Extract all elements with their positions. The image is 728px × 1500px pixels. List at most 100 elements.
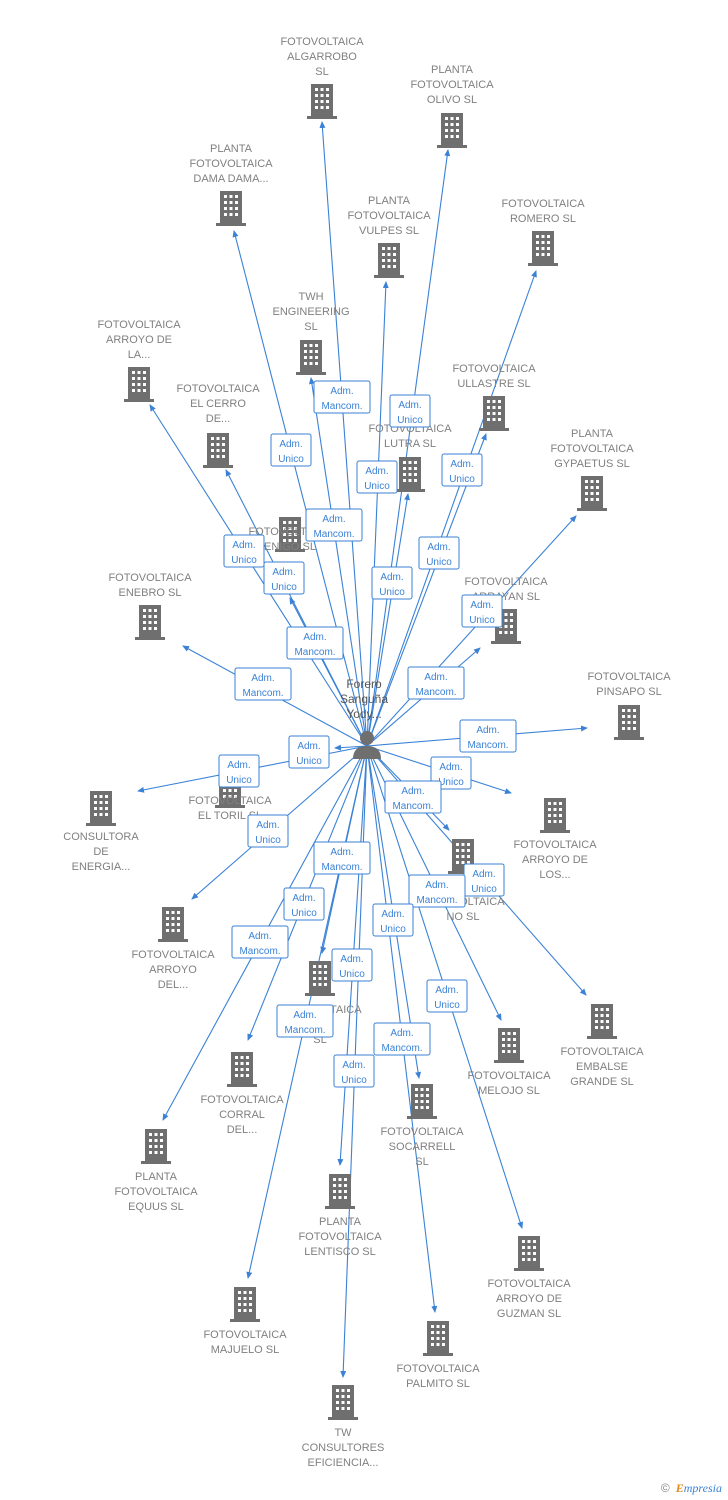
badge-box	[461, 594, 503, 628]
role-badge-majuelo[interactable]: Adm.Mancom.	[276, 1004, 334, 1038]
role-badge-arrayan[interactable]: Adm.Mancom.	[407, 666, 465, 700]
badge-box	[305, 508, 363, 542]
badge-box	[373, 1022, 431, 1056]
edge-algarrobo	[319, 121, 368, 747]
badge-box	[430, 756, 472, 790]
badge-box	[247, 814, 289, 848]
badge-text: Adm.	[248, 931, 271, 942]
company-label: DE...	[206, 413, 230, 425]
badge-box	[426, 979, 468, 1013]
badge-text: Adm.	[251, 673, 274, 684]
role-badge-embalse[interactable]: Adm.Unico	[463, 863, 505, 897]
role-badge-lentisco[interactable]: Adm.Unico	[331, 948, 373, 982]
edge-lutra	[366, 493, 410, 747]
badge-box	[313, 841, 371, 875]
company-label: PLANTA	[368, 195, 411, 207]
role-badge-socarrell[interactable]: Adm.Unico	[372, 903, 414, 937]
role-badge-guzman[interactable]: Adm.Unico	[426, 979, 468, 1013]
role-badge-romero[interactable]: Adm.Unico	[441, 453, 483, 487]
role-badge-pinsapo[interactable]: Adm.Mancom.	[459, 719, 517, 753]
role-badge-palmito[interactable]: Adm.Mancom.	[373, 1022, 431, 1056]
edge-dama	[232, 230, 368, 747]
role-badge-arroyola[interactable]: Adm.Unico	[223, 534, 265, 568]
company-label: DEL...	[158, 979, 189, 991]
company-node-arroyodel[interactable]: FOTOVOLTAICAARROYODEL...	[131, 907, 215, 991]
company-label: FOTOVOLTAICA	[452, 363, 536, 375]
badge-box	[418, 536, 460, 570]
company-label: CONSULTORES	[302, 1442, 385, 1454]
role-badge-no[interactable]: Adm.Mancom.	[384, 780, 442, 814]
role-badge-enigo[interactable]: Adm.Mancom.	[286, 626, 344, 660]
role-badge-vulpes[interactable]: Adm.Unico	[356, 460, 398, 494]
role-badge-gypaetus[interactable]: Adm.Unico	[461, 594, 503, 628]
role-badge-arroyodel[interactable]: Adm.Unico	[247, 814, 289, 848]
company-label: FOTOVOLTAICA	[108, 572, 192, 584]
company-label: TWH	[298, 291, 323, 303]
company-label: ROMERO SL	[510, 213, 576, 225]
company-label: FOTOVOLTAICA	[131, 949, 215, 961]
company-label: DAMA DAMA...	[193, 173, 268, 185]
company-node-consultora[interactable]: CONSULTORADEENERGIA...	[63, 791, 139, 873]
company-label: ALGARROBO	[287, 51, 357, 63]
role-badge-corral[interactable]: Adm.Unico	[283, 887, 325, 921]
role-badge-enebro[interactable]: Adm.Mancom.	[234, 667, 292, 701]
role-badge-toril[interactable]: Adm.Unico	[288, 735, 330, 769]
badge-box	[389, 394, 431, 428]
company-node-corral[interactable]: FOTOVOLTAICACORRALDEL...	[200, 1052, 284, 1136]
role-badge-melojo[interactable]: Adm.Mancom.	[408, 874, 466, 908]
building-icon	[158, 907, 188, 942]
badge-text: Unico	[291, 908, 317, 919]
role-badge-olivo[interactable]: Adm.Unico	[389, 394, 431, 428]
badge-text: Adm.	[425, 880, 448, 891]
badge-text: Adm.	[322, 514, 345, 525]
role-badge-twh[interactable]: Adm.Mancom.	[305, 508, 363, 542]
role-badge-lutra[interactable]: Adm.Unico	[371, 566, 413, 600]
company-label: CONSULTORA	[63, 831, 139, 843]
company-label: FOTOVOLTAICA	[380, 1126, 464, 1138]
role-badge-elcerro[interactable]: Adm.Unico	[263, 561, 305, 595]
building-icon	[227, 1052, 257, 1087]
role-badge-arroyolos[interactable]: Adm.Unico	[430, 756, 472, 790]
badge-box	[263, 561, 305, 595]
role-badge-ullastre[interactable]: Adm.Unico	[418, 536, 460, 570]
role-badge-tw[interactable]: Adm.Unico	[333, 1054, 375, 1088]
building-icon	[540, 798, 570, 833]
role-badge-consultora[interactable]: Adm.Unico	[218, 754, 260, 788]
center-person-node[interactable]: ForeroSanguñaYody...	[340, 677, 388, 759]
company-label: ENERGIA...	[72, 861, 131, 873]
company-label: SL	[315, 66, 328, 78]
company-node-tw[interactable]: TWCONSULTORESEFICIENCIA...	[302, 1385, 385, 1469]
role-badge-dama[interactable]: Adm.Unico	[270, 433, 312, 467]
company-label: FOTOVOLTAICA	[298, 1231, 382, 1243]
person-name-label: Yody...	[346, 707, 381, 721]
role-badge-que[interactable]: Adm.Mancom.	[313, 841, 371, 875]
role-badge-algarrobo[interactable]: Adm.Mancom.	[313, 380, 371, 414]
badge-text: Unico	[449, 474, 475, 485]
building-icon	[305, 961, 335, 996]
role-badge-equus[interactable]: Adm.Mancom.	[231, 925, 289, 959]
